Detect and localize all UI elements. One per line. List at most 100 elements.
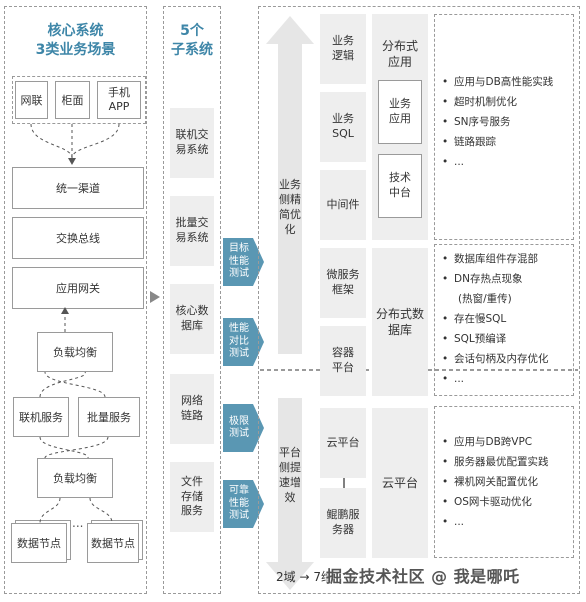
- online-service: 联机服务: [13, 397, 69, 437]
- category-cloud-label: 云平台: [381, 475, 418, 490]
- subsystem-online-trading-label: 联机交易系统: [175, 128, 209, 156]
- notes-db-list: 数据库组件存混部DN存热点现象 (热窗/重传) 存在慢SQLSQL预编译会话句柄及内…: [442, 249, 572, 389]
- core-system-title: 核心系统 3类业务场景: [4, 22, 147, 60]
- lb2-to-node1-link: [39, 497, 61, 524]
- component-middleware-label: 中间件: [326, 197, 360, 211]
- category-distributed-db: 分布式数据库: [372, 248, 428, 396]
- platform-arrow-shape: [266, 398, 314, 590]
- note-item-db-5: 会话句柄及内存优化: [442, 349, 572, 369]
- test-reliability: 可靠性能测试: [223, 480, 255, 528]
- business-arrow-label: 业务侧精简优化: [279, 178, 301, 236]
- note-item-app-3: 链路跟踪: [442, 132, 572, 152]
- component-container: 容器平台: [320, 326, 366, 396]
- subsystem-network-link: 网络链路: [170, 374, 214, 444]
- note-item-cloud-1: 服务器最优配置实践: [442, 452, 572, 472]
- component-business-sql: 业务SQL: [320, 92, 366, 162]
- channel-flow-left: [30, 123, 73, 159]
- note-item-cloud-0: 应用与DB跨VPC: [442, 432, 572, 452]
- load-balancer-bottom: 负载均衡: [37, 458, 113, 498]
- app-gateway: 应用网关: [12, 267, 144, 309]
- test-limit-label: 极限测试: [229, 415, 249, 440]
- notes-db-panel: [434, 244, 574, 396]
- component-middleware: 中间件: [320, 170, 366, 240]
- data-node-2: 数据节点: [87, 523, 139, 563]
- category-business-app: 业务应用: [378, 80, 422, 144]
- category-distributed-db-label: 分布式数据库: [375, 306, 424, 337]
- subsystem-network-link-label: 网络链路: [181, 394, 203, 422]
- note-item-db-1: DN存热点现象: [442, 269, 572, 289]
- subsystem-batch-trading: 批量交易系统: [170, 196, 214, 266]
- subsystems-subtitle-line: 子系统: [171, 41, 213, 58]
- test-target-performance-label: 目标性能测试: [229, 243, 249, 280]
- note-item-db-2: (热窗/重传): [458, 293, 512, 305]
- chevron-reliability: [223, 480, 264, 528]
- category-tech-platform-label: 技术中台: [389, 171, 411, 199]
- optimization-panel: [258, 6, 580, 594]
- note-item-cloud-2: 裸机网关配置优化: [442, 472, 572, 492]
- notes-cloud-list: 应用与DB跨VPC服务器最优配置实践裸机网关配置优化OS网卡驱动优化...: [442, 432, 572, 532]
- subsystem-core-database: 核心数据库: [170, 284, 214, 354]
- batch-service: 批量服务: [78, 397, 140, 437]
- channel-mobile-app-label: 手机APP: [108, 85, 130, 113]
- note-item-db-4: SQL预编译: [442, 329, 572, 349]
- notes-app-panel: [434, 14, 574, 240]
- platform-arrow-label: 平台侧提速增效: [279, 446, 301, 504]
- test-performance-compare: 性能对比测试: [223, 318, 255, 366]
- subsystem-file-storage-label: 文件存储服务: [181, 474, 203, 518]
- channel-mobile-app: 手机APP: [97, 81, 141, 119]
- channel-counter: 柜面: [55, 81, 90, 119]
- subsystems-title: 5个 子系统: [163, 22, 221, 60]
- data-node-1: 数据节点: [11, 523, 67, 563]
- category-tech-platform: 技术中台: [378, 154, 422, 218]
- business-arrow-shape: [266, 16, 314, 354]
- note-item-app-1: 超时机制优化: [442, 92, 572, 112]
- category-cloud: 云平台: [372, 408, 428, 558]
- footer-watermark: 掘金技术社区 @ 我是哪吒: [326, 567, 520, 586]
- test-reliability-label: 可靠性能测试: [229, 485, 249, 522]
- channels-group: [12, 76, 146, 124]
- core-system-panel: [4, 6, 147, 594]
- test-target-performance: 目标性能测试: [223, 238, 255, 286]
- component-business-logic: 业务逻辑: [320, 14, 366, 84]
- component-container-label: 容器平台: [332, 346, 354, 374]
- component-business-logic-label: 业务逻辑: [332, 34, 354, 62]
- note-item-app-0: 应用与DB高性能实践: [442, 72, 572, 92]
- category-distributed-app-text: 分布式应用: [381, 39, 418, 70]
- exchange-bus: 交换总线: [12, 217, 144, 259]
- test-performance-compare-label: 性能对比测试: [229, 323, 249, 360]
- note-item-cloud-3: OS网卡驱动优化: [442, 492, 572, 512]
- core-subtitle-line: 3类业务场景: [35, 41, 116, 58]
- core-title-line: 核心系统: [47, 23, 104, 39]
- subsystem-core-database-label: 核心数据库: [175, 304, 209, 332]
- lb2-to-node2-link: [89, 497, 113, 524]
- lb-to-gateway-head: [61, 307, 69, 314]
- online-to-lb-link: [39, 371, 86, 398]
- note-item-db-3: 存在慢SQL: [442, 309, 572, 329]
- component-cloud-platform: 云平台: [320, 408, 366, 478]
- component-microservice: 微服务框架: [320, 248, 366, 318]
- notes-cloud-panel: [434, 406, 574, 558]
- category-business-app-label: 业务应用: [389, 97, 411, 125]
- component-kunpeng-server-label: 鲲鹏服务器: [326, 508, 360, 536]
- subsystems-title-line: 5个: [180, 23, 204, 39]
- component-cloud-platform-label: 云平台: [326, 435, 360, 449]
- note-item-db-0: 数据库组件存混部: [442, 249, 572, 269]
- channel-flow-head: [68, 158, 76, 165]
- component-microservice-label: 微服务框架: [326, 268, 360, 296]
- note-item-app-4: ...: [442, 152, 572, 172]
- channel-wanglian: 网联: [15, 81, 48, 119]
- subsystem-file-storage: 文件存储服务: [170, 462, 214, 532]
- footer-domains: 2域 → 7维: [276, 570, 333, 584]
- note-item-app-2: SN序号服务: [442, 112, 572, 132]
- test-limit: 极限测试: [223, 404, 255, 452]
- channel-flow-right: [71, 123, 120, 159]
- data-node-ellipsis: ...: [72, 516, 84, 530]
- subsystems-panel: [163, 6, 221, 594]
- chevron-target-perf: [223, 238, 264, 286]
- arrow-to-subsystems: [150, 291, 160, 303]
- component-kunpeng-server: 鲲鹏服务器: [320, 488, 366, 558]
- component-business-sql-label: 业务SQL: [332, 112, 354, 140]
- note-item-db-6: ...: [442, 369, 572, 389]
